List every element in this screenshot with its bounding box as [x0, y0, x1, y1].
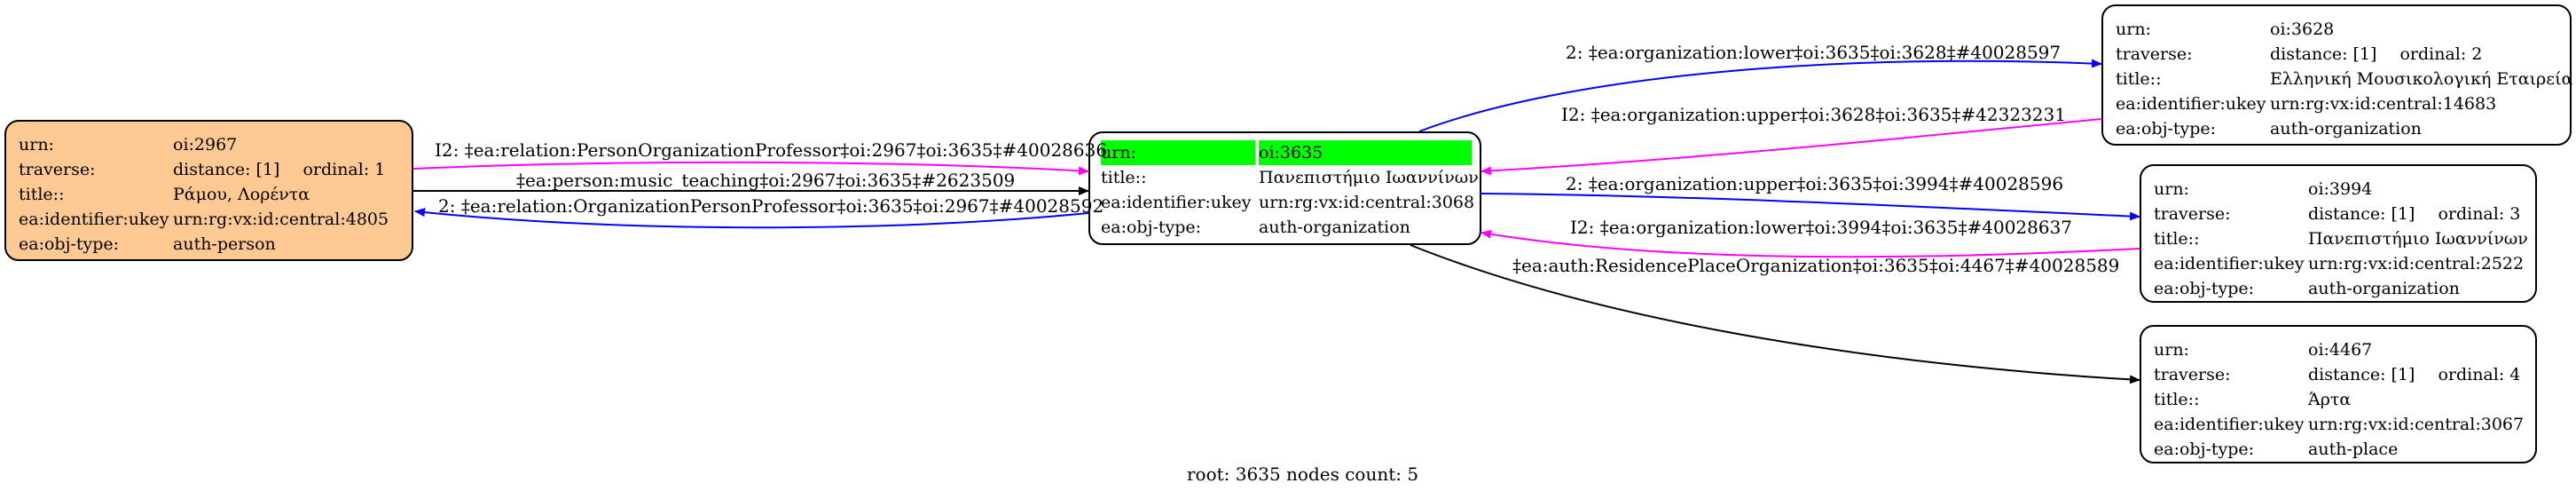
- field-value: urn:rg:vx:id:central:3068: [1259, 193, 1475, 212]
- field-key: urn:: [19, 135, 54, 154]
- field-value: oi:4467: [2308, 340, 2373, 360]
- edge-label-root-4467-residence: ‡ea:auth:ResidencePlaceOrganization‡oi:3…: [1512, 255, 2120, 276]
- field-key: ea:identifier:ukey: [2154, 254, 2305, 273]
- field-key: title::: [2154, 229, 2200, 249]
- edge-3994-root-lower: [1480, 229, 2140, 258]
- edge-label-person-root-professor: I2: ‡ea:relation:PersonOrganizationProfe…: [435, 139, 1108, 161]
- node-root-3635[interactable]: urn:oi:3635 title::Πανεπιστήμιο Ιωαννίνω…: [1088, 131, 1481, 245]
- traverse-ordinal: ordinal: 2: [2399, 44, 2483, 64]
- traverse-distance: distance: [1]: [2270, 44, 2377, 64]
- field-key: title::: [2154, 390, 2200, 409]
- field-value: auth-person: [173, 234, 276, 254]
- edge-label-person-root-music-teaching: ‡ea:person:music_teaching‡oi:2967‡oi:363…: [516, 170, 1016, 191]
- node-title: Πανεπιστήμιο Ιωαννίνων: [2308, 229, 2528, 249]
- edge-person-root-professor: [412, 161, 1089, 176]
- field-value: oi:3628: [2270, 20, 2335, 39]
- node-person-2967[interactable]: urn: oi:2967 traverse: distance: [1] ordina…: [4, 120, 413, 261]
- traverse-distance: distance: [1]: [2308, 365, 2415, 384]
- field-key: ea:obj-type:: [19, 234, 120, 254]
- edge-root-3994-upper: [1480, 193, 2140, 221]
- field-key: ea:identifier:ukey: [2154, 415, 2305, 434]
- field-key: ea:obj-type:: [2116, 119, 2217, 139]
- edge-label-3994-root-lower: I2: ‡ea:organization:lower‡oi:3994‡oi:36…: [1570, 217, 2073, 238]
- node-org-3628[interactable]: urn: oi:3628 traverse: distance: [1] ordina…: [2101, 4, 2572, 146]
- field-key: title::: [2116, 69, 2162, 89]
- field-key: ea:obj-type:: [1101, 218, 1202, 237]
- field-key: ea:obj-type:: [2154, 279, 2255, 298]
- field-value: auth-organization: [2270, 119, 2422, 139]
- field-value: auth-organization: [1259, 218, 1410, 237]
- field-value: auth-place: [2308, 440, 2399, 459]
- traverse-ordinal: ordinal: 3: [2438, 204, 2521, 224]
- field-key: ea:identifier:ukey: [2116, 94, 2266, 114]
- field-key: ea:identifier:ukey: [1101, 193, 1252, 212]
- field-key: title::: [19, 185, 65, 204]
- node-title: Ελληνική Μουσικολογική Εταιρεία: [2270, 69, 2573, 89]
- traverse-ordinal: ordinal: 4: [2438, 365, 2521, 384]
- traverse-distance: distance: [1]: [2308, 204, 2415, 224]
- field-key: ea:identifier:ukey: [19, 210, 169, 229]
- field-value: oi:3994: [2308, 179, 2373, 199]
- edge-root-3628-lower: [1418, 59, 2102, 132]
- field-key: traverse:: [2154, 204, 2231, 224]
- graph-footer: root: 3635 nodes count: 5: [1187, 463, 1419, 485]
- field-key: urn:: [1101, 140, 1255, 165]
- edge-root-4467-residence: [1410, 244, 2140, 384]
- node-org-3994[interactable]: urn: oi:3994 traverse: distance: [1] ordina…: [2140, 164, 2537, 303]
- edge-label-root-3994-upper: 2: ‡ea:organization:upper‡oi:3635‡oi:399…: [1566, 173, 2064, 194]
- field-key: traverse:: [2116, 44, 2193, 64]
- field-key: urn:: [2154, 340, 2189, 360]
- field-key: traverse:: [19, 160, 96, 179]
- edge-root-person-professor: [414, 208, 1089, 229]
- field-key: ea:obj-type:: [2154, 440, 2255, 459]
- traverse-distance: distance: [1]: [173, 160, 280, 179]
- traverse-ordinal: ordinal: 1: [302, 160, 386, 179]
- node-title: Ράμου, Λορέντα: [173, 185, 310, 204]
- field-value: urn:rg:vx:id:central:14683: [2270, 94, 2497, 114]
- field-value: oi:3635: [1259, 140, 1472, 165]
- node-place-4467[interactable]: urn: oi:4467 traverse: distance: [1] ordina…: [2140, 325, 2537, 463]
- field-value: urn:rg:vx:id:central:3067: [2308, 415, 2525, 434]
- edge-label-root-person-professor: 2: ‡ea:relation:OrganizationPersonProfes…: [438, 195, 1104, 217]
- field-value: urn:rg:vx:id:central:4805: [173, 210, 389, 229]
- field-key: urn:: [2116, 20, 2151, 39]
- field-value: auth-organization: [2308, 279, 2460, 298]
- node-title: Πανεπιστήμιο Ιωαννίνων: [1259, 168, 1479, 187]
- field-key: title::: [1101, 168, 1147, 187]
- field-key: urn:: [2154, 179, 2189, 199]
- edge-3628-root-upper: [1480, 118, 2102, 176]
- field-value: oi:2967: [173, 135, 238, 154]
- field-value: urn:rg:vx:id:central:2522: [2308, 254, 2525, 273]
- edge-label-3628-root-upper: I2: ‡ea:organization:upper‡oi:3628‡oi:36…: [1561, 104, 2066, 125]
- edge-label-root-3628-lower: 2: ‡ea:organization:lower‡oi:3635‡oi:362…: [1566, 42, 2062, 63]
- field-key: traverse:: [2154, 365, 2231, 384]
- node-title: Άρτα: [2308, 390, 2352, 409]
